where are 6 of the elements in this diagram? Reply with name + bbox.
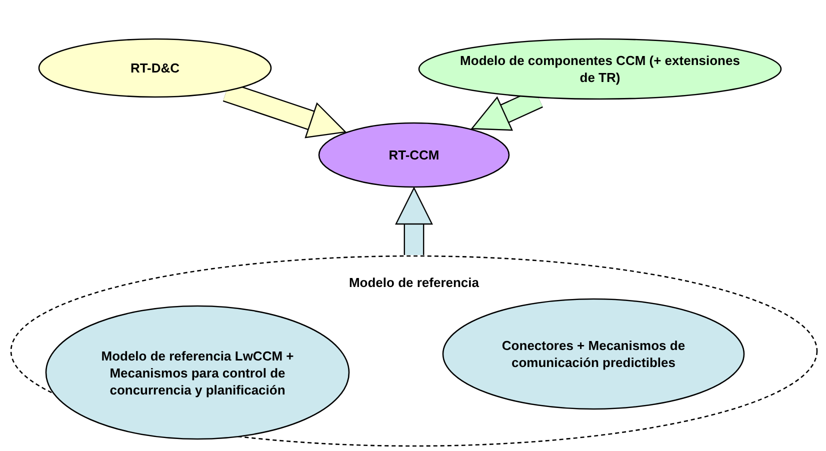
node-label: RT-CCM <box>388 146 440 164</box>
node-label: Modelo de componentes CCM (+ extensiones de TR) <box>459 52 741 86</box>
group-heading: Modelo de referencia <box>348 275 480 290</box>
node-label: Conectores + Mecanismos de comunicación predictibles <box>500 337 686 371</box>
node-label: RT-D&C <box>130 60 180 76</box>
node-label: Modelo de referencia LwCCM + Mecanismos para control de concurrencia y planificación <box>100 347 295 398</box>
